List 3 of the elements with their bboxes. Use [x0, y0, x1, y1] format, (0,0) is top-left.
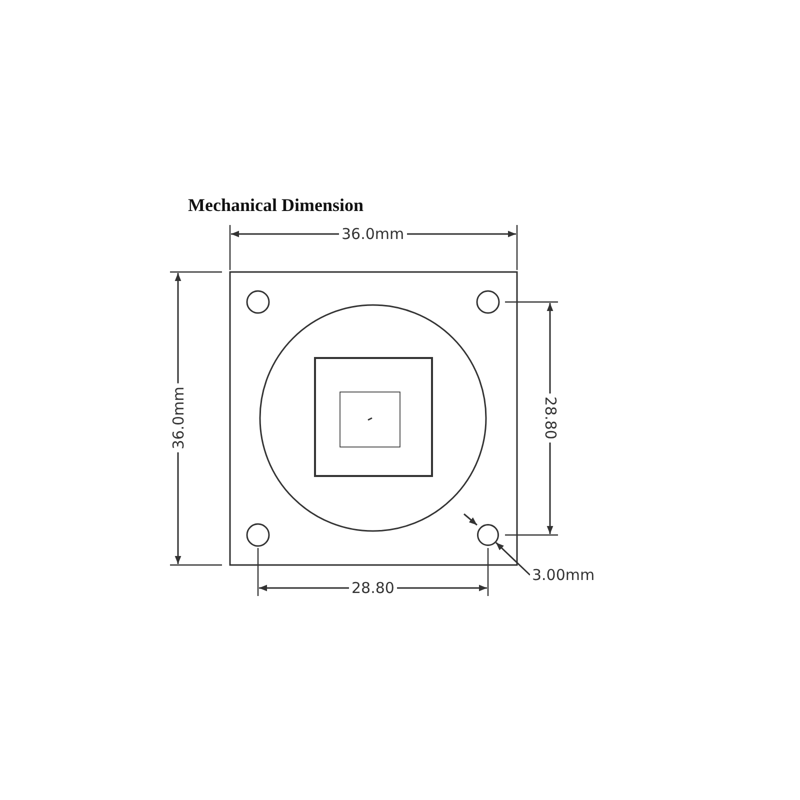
leader-line — [495, 542, 531, 576]
title: Mechanical Dimension — [188, 195, 364, 216]
mounting-hole — [477, 524, 499, 546]
